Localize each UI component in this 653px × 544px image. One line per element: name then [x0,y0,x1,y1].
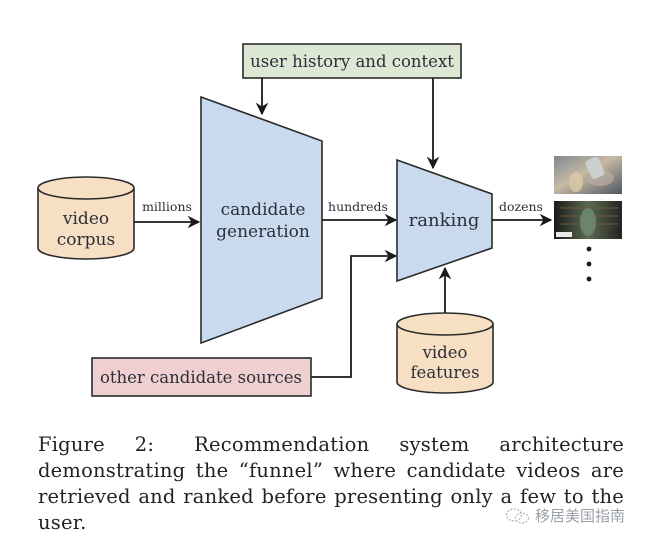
ranking-node: ranking [396,158,493,283]
edge-label-millions: millions [142,199,192,214]
user-history-label: user history and context [250,52,454,71]
video-corpus-node: video corpus [37,176,135,260]
watermark-text: 移居美国指南 [535,507,626,525]
video-corpus-label-line2: corpus [57,230,115,250]
edge-sources-to-ranking [311,249,398,378]
candidate-generation-node: candidate generation [200,95,323,345]
figure-caption-text: Recommendation system architecture demon… [38,433,624,534]
candidate-generation-label-line2: generation [216,222,310,242]
candidate-generation-label-line1: candidate [221,200,306,220]
video-features-node: video features [396,312,494,394]
figure-label: Figure 2: [38,433,155,456]
other-sources-label: other candidate sources [100,368,302,387]
user-history-node: user history and context [242,43,462,79]
video-features-label-line1: video [422,343,468,362]
ranking-label: ranking [409,210,480,231]
video-features-label-line2: features [410,363,479,382]
figure-caption: Figure 2: Recommendation system architec… [38,432,624,536]
watermark: 移居美国指南 [505,505,625,526]
ellipsis-more-results [586,246,592,282]
video-thumbnail-2 [554,201,622,239]
architecture-diagram: user history and context video corpus mi… [37,43,622,397]
wechat-icon [505,507,530,524]
edge-label-dozens: dozens [499,199,543,214]
other-sources-node: other candidate sources [91,357,312,397]
edge-label-hundreds: hundreds [328,199,388,214]
video-corpus-label-line1: video [62,209,109,229]
video-thumbnail-1 [554,156,622,194]
